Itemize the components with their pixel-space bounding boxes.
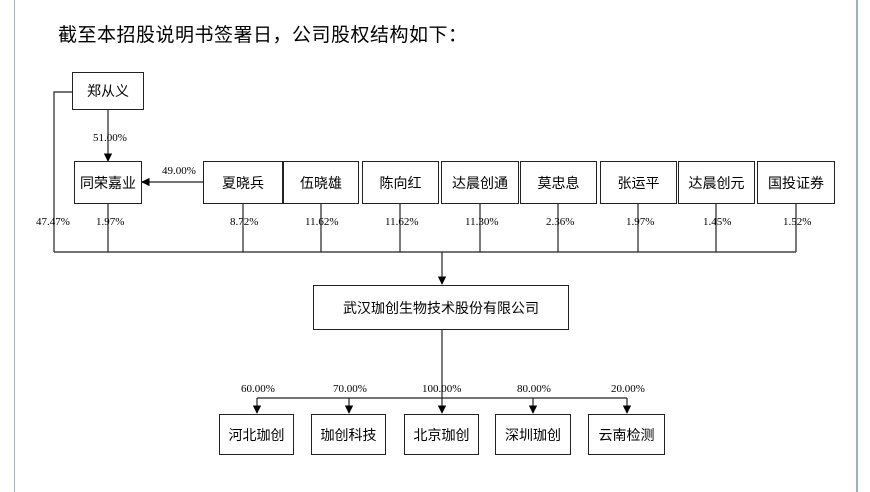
pct-xia-to-trong: 49.00% — [162, 165, 196, 177]
pct-trong: 1.97% — [96, 216, 125, 228]
pct-subsidiary-5: 20.00% — [611, 383, 645, 395]
pct-subsidiary-3: 100.00% — [422, 383, 462, 395]
node-company: 武汉珈创生物技术股份有限公司 — [313, 285, 569, 330]
node-subsidiary-5: 云南检测 — [588, 414, 665, 455]
node-subsidiary-3-label: 北京珈创 — [413, 427, 470, 444]
node-shareholder-7-label: 达晨创元 — [688, 175, 745, 192]
node-founder-label: 郑从义 — [87, 84, 129, 100]
founder-direct-line — [53, 91, 72, 252]
node-shareholder-2: 伍晓雄 — [283, 161, 359, 204]
node-shareholder-4: 达晨创通 — [441, 161, 519, 204]
node-shareholder-3: 陈向红 — [362, 161, 439, 204]
pct-shareholder-5: 2.36% — [546, 216, 575, 228]
node-shareholder-8: 国投证券 — [757, 161, 835, 204]
pct-shareholder-3: 11.62% — [385, 216, 419, 228]
pct-founder-direct: 47.47% — [36, 216, 70, 228]
node-shareholder-8-label: 国投证券 — [768, 175, 824, 192]
node-subsidiary-5-label: 云南检测 — [598, 427, 655, 444]
node-shareholder-6: 张运平 — [600, 161, 677, 204]
node-shareholder-7: 达晨创元 — [678, 161, 755, 204]
pct-shareholder-4: 11.30% — [465, 216, 499, 228]
node-company-label: 武汉珈创生物技术股份有限公司 — [343, 300, 539, 317]
page-frame-right — [856, 0, 858, 492]
node-trong: 同荣嘉业 — [74, 161, 142, 204]
node-subsidiary-3: 北京珈创 — [404, 414, 479, 455]
node-shareholder-1-label: 夏晓兵 — [222, 175, 264, 192]
pct-founder-to-trong: 51.00% — [93, 132, 127, 144]
node-shareholder-5: 莫忠息 — [520, 161, 597, 204]
pct-subsidiary-1: 60.00% — [241, 383, 275, 395]
node-shareholder-4-label: 达晨创通 — [452, 175, 508, 192]
pct-subsidiary-2: 70.00% — [333, 383, 367, 395]
node-trong-label: 同荣嘉业 — [80, 175, 136, 192]
node-shareholder-2-label: 伍晓雄 — [300, 175, 342, 192]
intro-text: 截至本招股说明书签署日，公司股权结构如下： — [58, 24, 468, 46]
node-subsidiary-2: 珈创科技 — [311, 414, 386, 455]
node-subsidiary-4: 深圳珈创 — [495, 414, 571, 455]
node-shareholder-1: 夏晓兵 — [203, 161, 283, 204]
pct-subsidiary-4: 80.00% — [517, 383, 551, 395]
pct-shareholder-7: 1.45% — [703, 216, 732, 228]
node-shareholder-3-label: 陈向红 — [379, 175, 422, 192]
node-subsidiary-4-label: 深圳珈创 — [505, 427, 561, 444]
pct-shareholder-8: 1.52% — [783, 216, 812, 228]
pct-shareholder-1: 8.72% — [230, 216, 259, 228]
pct-shareholder-2: 11.62% — [305, 216, 339, 228]
node-founder: 郑从义 — [72, 72, 144, 110]
node-shareholder-5-label: 莫忠息 — [537, 175, 580, 192]
node-subsidiary-2-label: 珈创科技 — [320, 427, 377, 444]
node-shareholder-6-label: 张运平 — [617, 175, 660, 192]
node-subsidiary-1-label: 河北珈创 — [228, 427, 285, 444]
node-subsidiary-1: 河北珈创 — [219, 414, 294, 455]
page-frame-left — [14, 0, 15, 492]
pct-shareholder-6: 1.97% — [626, 216, 655, 228]
